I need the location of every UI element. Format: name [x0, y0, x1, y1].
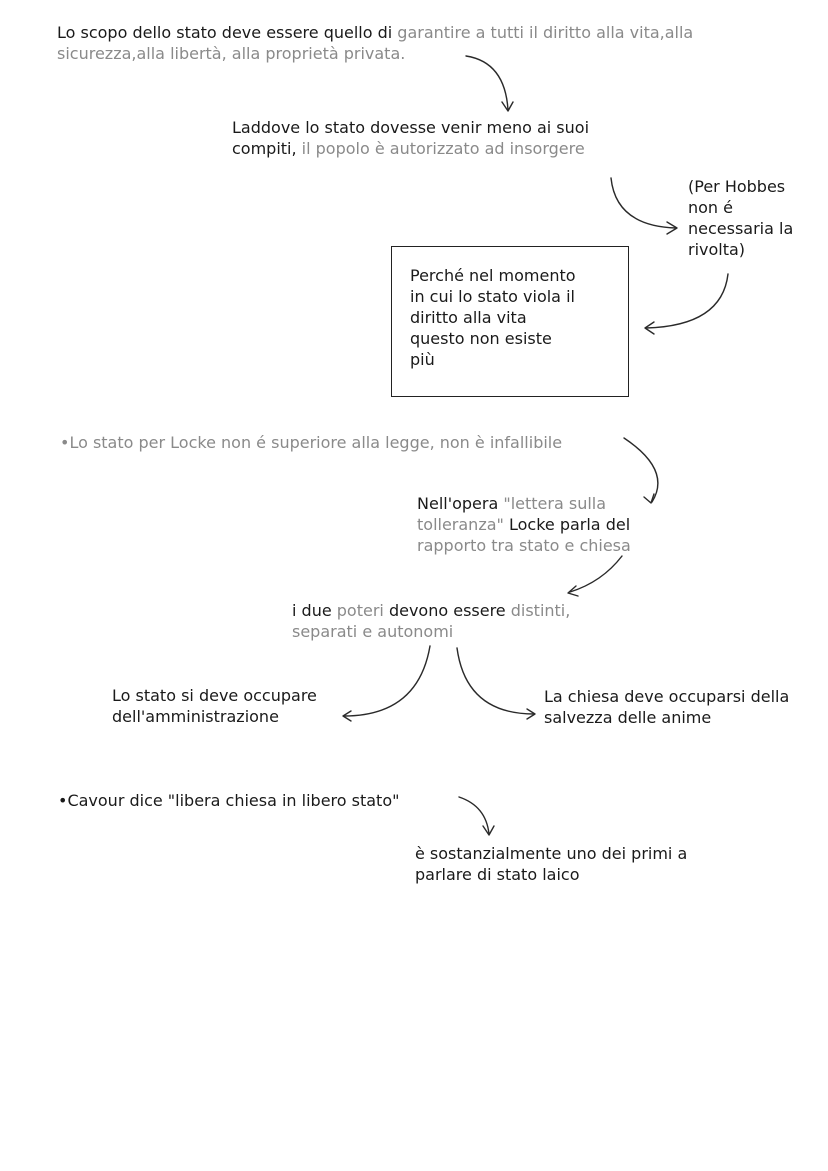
paragraph-stato-laico: è sostanzialmente uno dei primi a parlar… [415, 843, 745, 885]
arrow-to-hobbes [610, 177, 678, 235]
text-poteri: poteri [336, 601, 384, 620]
bullet-cavour: •Cavour dice "libera chiesa in libero st… [58, 791, 400, 810]
text-nellopera: Nell'opera [417, 494, 504, 513]
text-locke-parla: Locke parla del [503, 515, 631, 534]
text-hobbes-4: rivolta) [688, 240, 746, 259]
text-scopo-black: Lo scopo dello stato deve essere quello … [57, 23, 398, 42]
arrow-to-stato [342, 645, 431, 722]
text-box-2: in cui lo stato viola il [410, 287, 575, 306]
paragraph-scopo-stato: Lo scopo dello stato deve essere quello … [57, 22, 797, 64]
paragraph-due-poteri: i due poteri devono essere distinti, sep… [292, 600, 632, 642]
text-box-5: più [410, 350, 435, 369]
text-devono-essere: devono essere [383, 601, 511, 620]
paragraph-chiesa-anime: La chiesa deve occuparsi della salvezza … [544, 686, 824, 728]
text-rapporto: rapporto tra stato e chiesa [417, 536, 631, 555]
text-hobbes-3: necessaria la [688, 219, 794, 238]
arrow-to-poteri [567, 555, 623, 597]
arrow-to-box [644, 273, 729, 335]
text-hobbes-2: non é [688, 198, 733, 217]
arrow-to-laico [458, 796, 495, 836]
text-hobbes-1: (Per Hobbes [688, 177, 786, 196]
text-chiesa-2: salvezza delle anime [544, 708, 712, 727]
text-box-4: questo non esiste [410, 329, 552, 348]
text-laico-1: è sostanzialmente uno dei primi a [415, 844, 688, 863]
text-tolleranza: tolleranza" [417, 515, 504, 534]
text-laddove-insorgere: il popolo è autorizzato ad insorgere [296, 139, 585, 158]
text-chiesa-1: La chiesa deve occuparsi della [544, 687, 790, 706]
boxed-note-text: Perché nel momento in cui lo stato viola… [410, 265, 610, 370]
arrow-to-lettera [623, 437, 659, 504]
paragraph-lettera-tolleranza: Nell'opera "lettera sulla tolleranza" Lo… [417, 493, 707, 556]
text-scopo-gray-2: sicurezza,alla libertà, alla proprietà p… [57, 44, 406, 63]
text-laico-2: parlare di stato laico [415, 865, 580, 884]
text-stato-2: dell'amministrazione [112, 707, 279, 726]
text-box-3: diritto alla vita [410, 308, 527, 327]
boxed-note: Perché nel momento in cui lo stato viola… [391, 246, 629, 397]
bullet-locke-legge: •Lo stato per Locke non é superiore alla… [60, 433, 563, 452]
paragraph-stato-amministrazione: Lo stato si deve occupare dell'amministr… [112, 685, 352, 727]
text-lettera-sulla: "lettera sulla [503, 494, 607, 513]
arrow-to-laddove [465, 55, 514, 112]
text-box-1: Perché nel momento [410, 266, 576, 285]
paragraph-laddove: Laddove lo stato dovesse venir meno ai s… [232, 117, 662, 159]
arrow-to-chiesa [456, 647, 536, 720]
text-stato-1: Lo stato si deve occupare [112, 686, 317, 705]
text-separati: separati e autonomi [292, 622, 454, 641]
text-scopo-gray-1: garantire a tutti il diritto alla vita,a… [397, 23, 694, 42]
text-laddove-line1: Laddove lo stato dovesse venir meno ai s… [232, 118, 590, 137]
text-i-due: i due [292, 601, 337, 620]
note-hobbes: (Per Hobbes non é necessaria la rivolta) [688, 176, 823, 260]
text-distinti: distinti, [510, 601, 571, 620]
text-laddove-compiti: compiti, [232, 139, 297, 158]
